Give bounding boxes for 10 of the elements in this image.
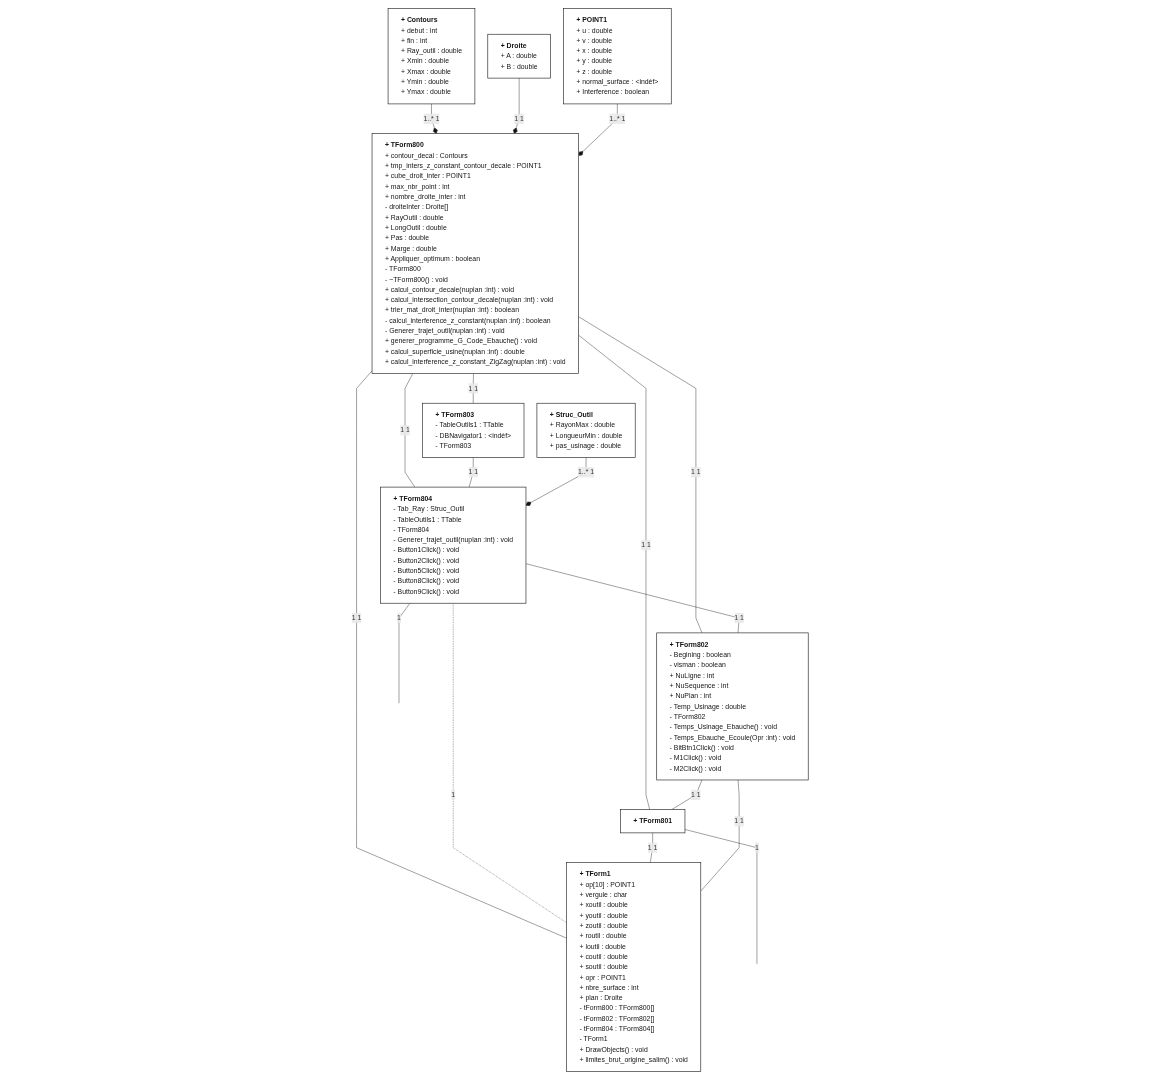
connector: [453, 602, 567, 923]
connector: [356, 370, 567, 938]
connector: [404, 372, 416, 487]
connector: [473, 372, 474, 403]
connector: [578, 316, 703, 633]
connector: [398, 602, 411, 703]
connector: [468, 456, 474, 487]
connector: [650, 832, 653, 863]
connector: [671, 779, 703, 810]
connector: [578, 334, 650, 810]
